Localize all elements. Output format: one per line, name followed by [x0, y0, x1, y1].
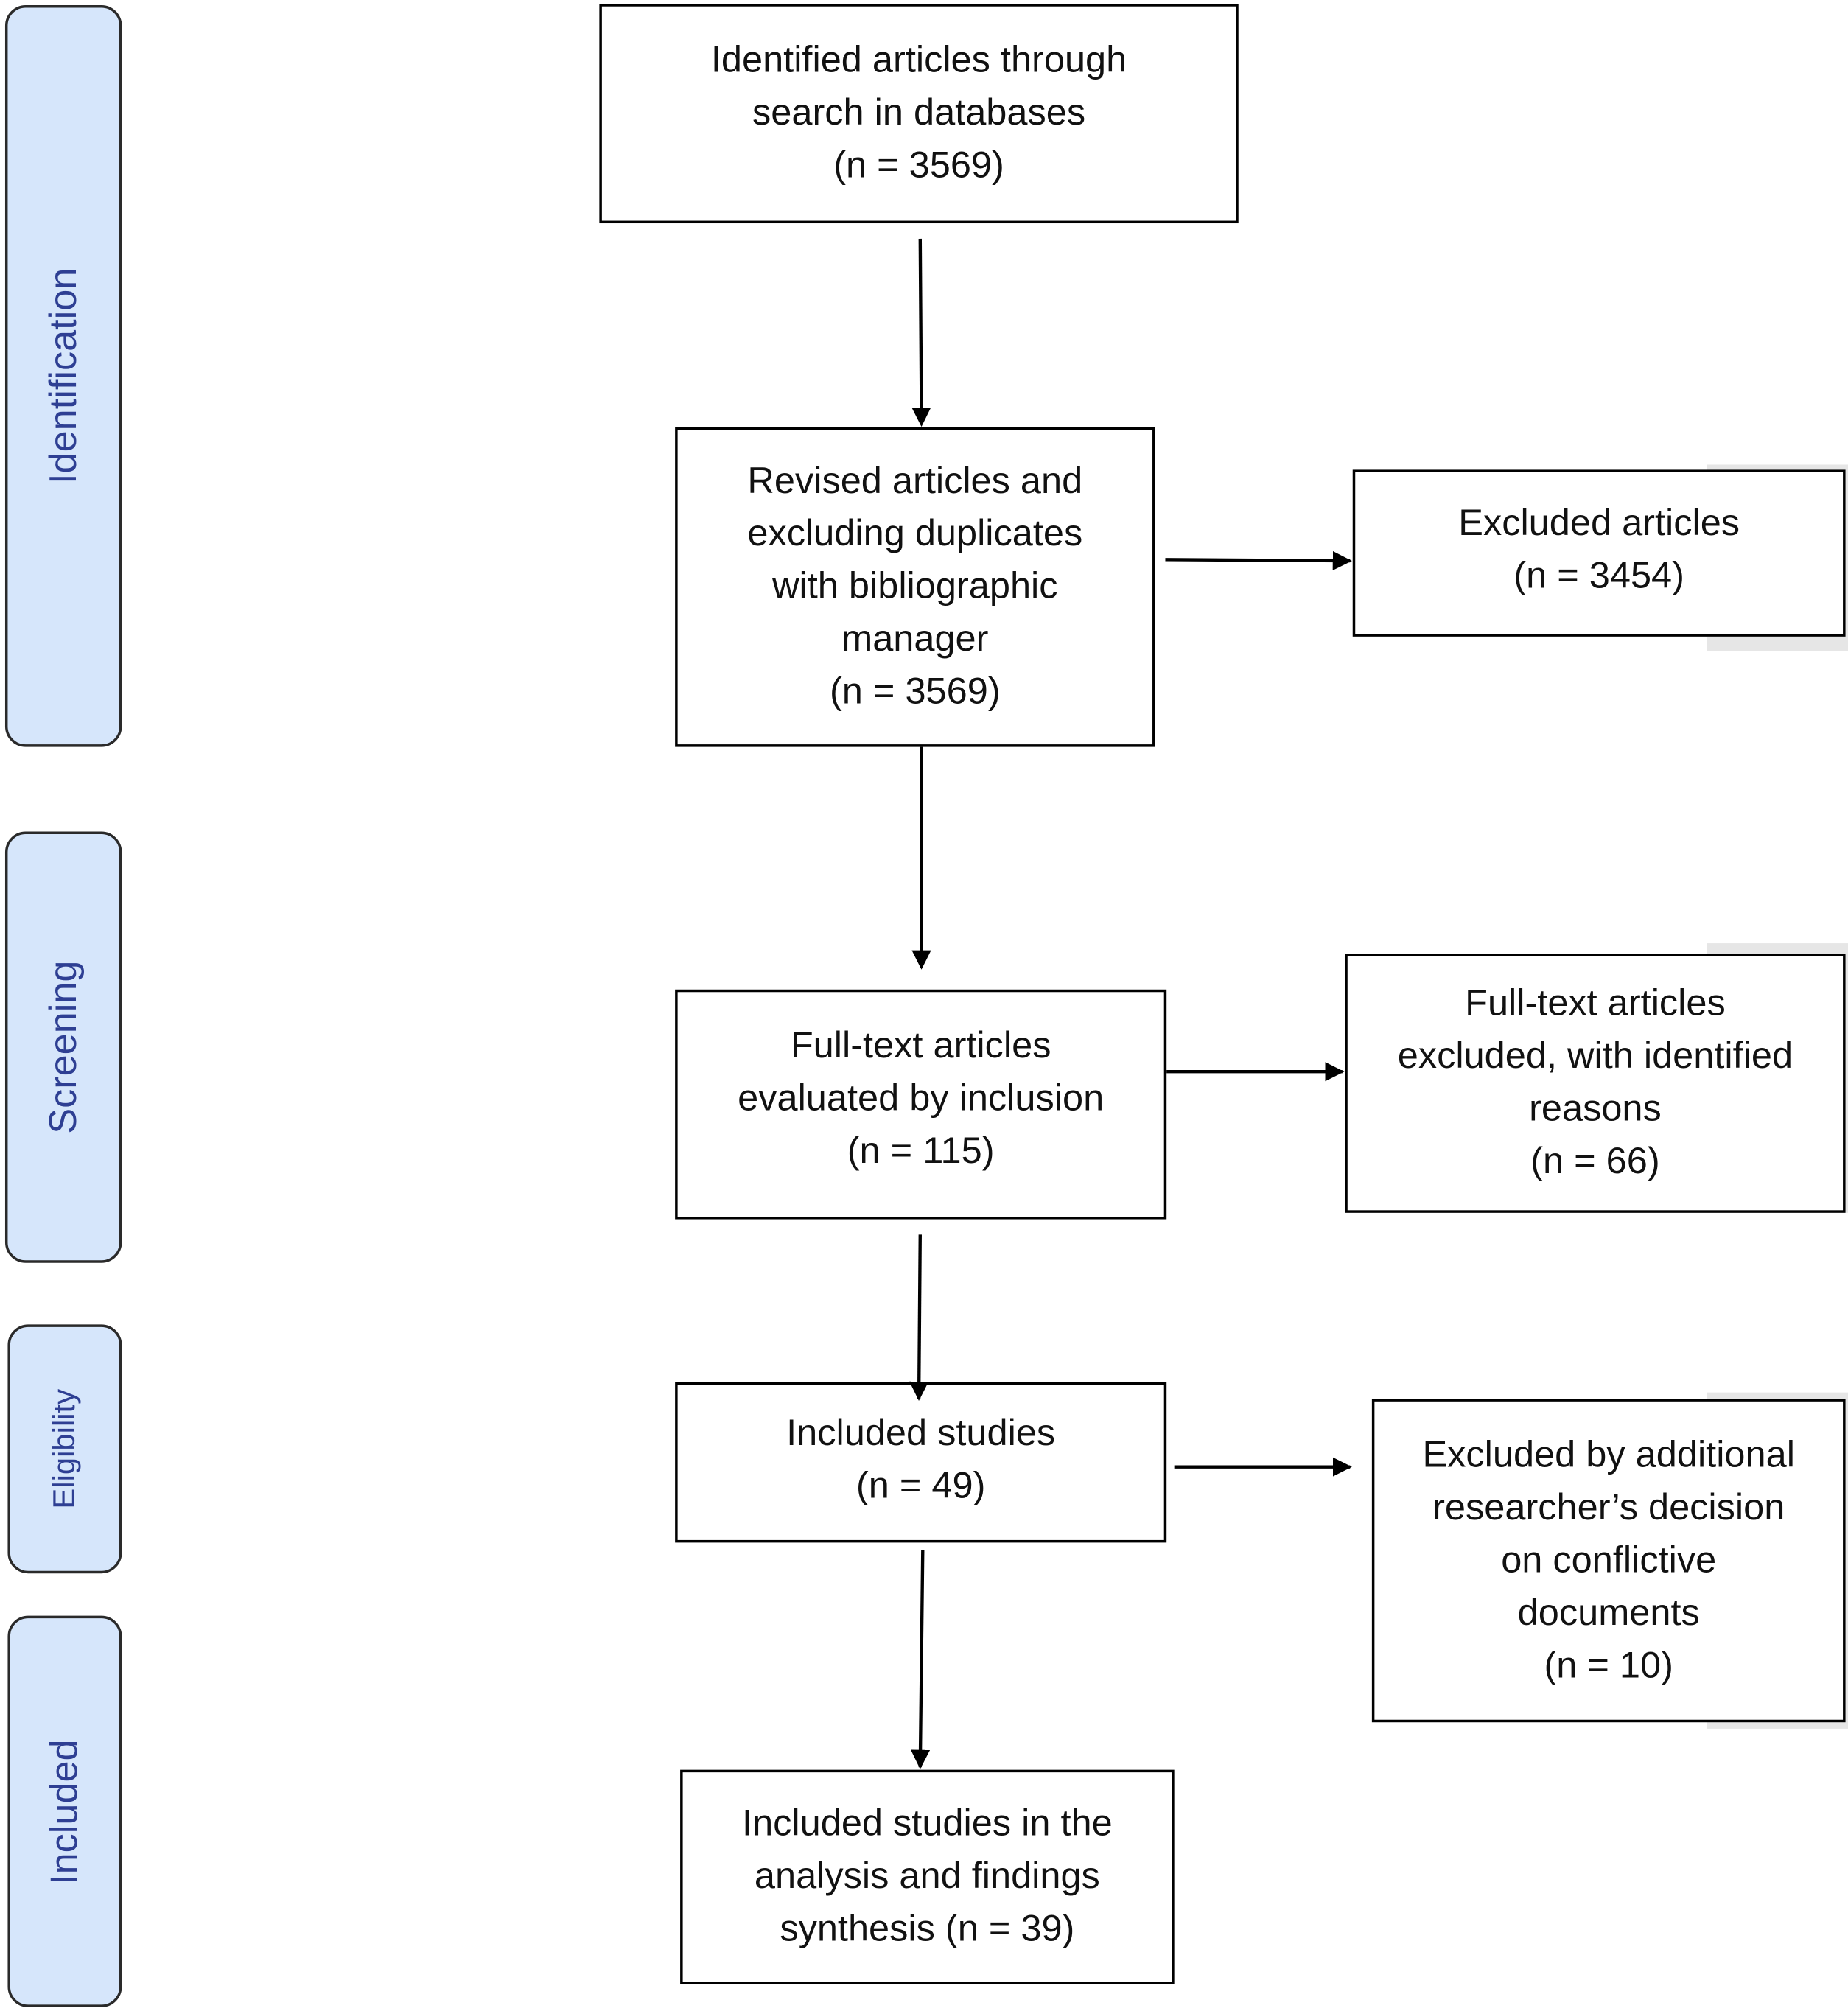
box-fulltext-excluded: Full-text articles excluded, with identi… [1345, 954, 1846, 1213]
box-final-included-text: Included studies in the analysis and fin… [742, 1802, 1113, 1950]
phase-label-identification: Identification [41, 267, 85, 484]
box-excluded-articles-text: Excluded articles (n = 3454) [1458, 503, 1740, 597]
box-fulltext-excluded-text: Full-text articles excluded, with identi… [1397, 983, 1793, 1183]
box-fulltext-evaluated-text: Full-text articles evaluated by inclusio… [738, 1025, 1105, 1172]
box-identified-articles: Identified articles through search in da… [599, 4, 1239, 224]
box-fulltext-evaluated: Full-text articles evaluated by inclusio… [675, 989, 1167, 1220]
arrow-fulltext-to-included [909, 1234, 929, 1401]
box-excluded-additional: Excluded by additional researcher’s deci… [1371, 1399, 1846, 1723]
phase-included: Included [7, 1615, 122, 2007]
phase-label-included: Included [43, 1738, 85, 1885]
arrow-identified-to-revised [911, 238, 931, 427]
phase-screening: Screening [4, 831, 122, 1263]
box-revised-articles-text: Revised articles and excluding duplicate… [747, 461, 1083, 713]
phase-eligibility: Eligibility [7, 1324, 122, 1574]
phase-label-eligibility: Eligibility [46, 1388, 82, 1509]
arrow-revised-to-excluded [1165, 550, 1352, 570]
box-final-included: Included studies in the analysis and fin… [680, 1769, 1175, 1984]
box-included-studies: Included studies (n = 49) [675, 1382, 1167, 1543]
box-identified-articles-text: Identified articles through search in da… [710, 39, 1127, 186]
phase-identification: Identification [4, 4, 122, 747]
box-included-studies-text: Included studies (n = 49) [786, 1412, 1056, 1506]
box-revised-articles: Revised articles and excluding duplicate… [675, 427, 1155, 747]
phase-label-screening: Screening [41, 960, 85, 1134]
box-excluded-additional-text: Excluded by additional researcher’s deci… [1422, 1434, 1795, 1686]
arrow-included-to-final [911, 1550, 931, 1769]
box-excluded-articles: Excluded articles (n = 3454) [1352, 469, 1846, 637]
